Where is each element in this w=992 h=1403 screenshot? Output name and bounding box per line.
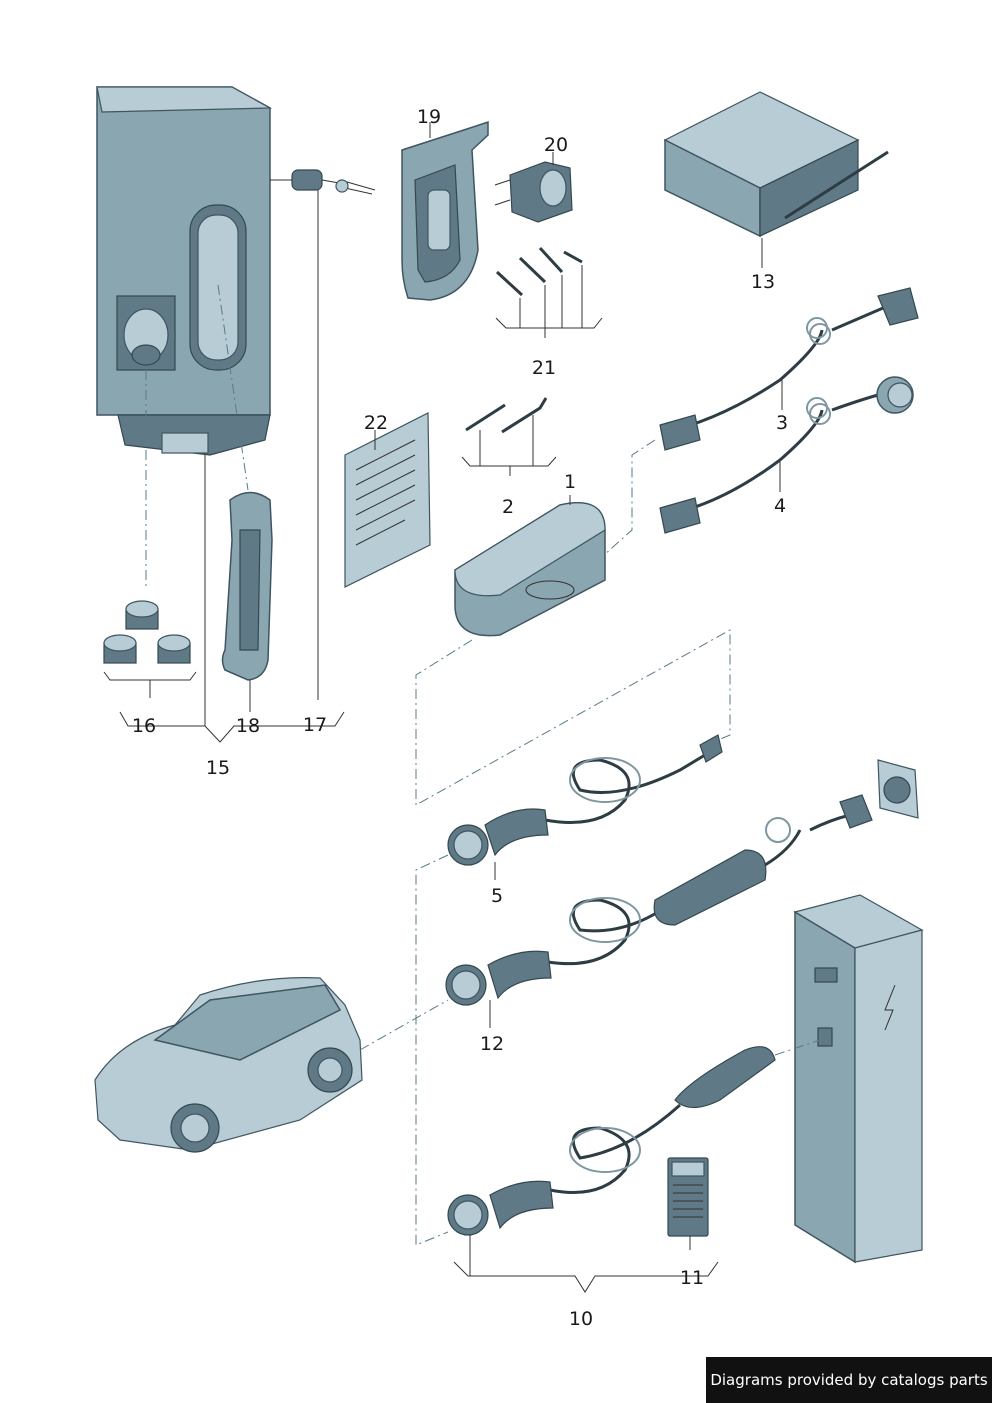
label-5: 5 [491, 885, 503, 907]
label-card [667, 1157, 709, 1237]
label-16: 16 [132, 715, 156, 737]
label-17: 17 [303, 714, 327, 736]
label-4: 4 [774, 495, 786, 517]
label-22: 22 [364, 412, 388, 434]
charging-cable-5 [447, 734, 723, 866]
wall-bracket [401, 120, 489, 301]
label-1: 1 [564, 471, 576, 493]
cable-holder [221, 491, 273, 681]
lock-cylinder [291, 169, 376, 195]
footer-credit: Diagrams provided by catalogs parts [706, 1357, 992, 1403]
charging-unit-case [454, 502, 606, 637]
label-10: 10 [569, 1308, 593, 1330]
bolt-hex-key [461, 397, 557, 476]
label-18: 18 [236, 715, 260, 737]
caps [103, 600, 191, 664]
label-2: 2 [502, 496, 514, 518]
plug-adapter [494, 161, 573, 223]
documentation-sheet [344, 412, 431, 588]
label-15: 15 [206, 757, 230, 779]
label-12: 12 [480, 1033, 504, 1055]
charging-cable-10 [447, 1046, 776, 1236]
label-20: 20 [544, 134, 568, 156]
screws-dowels [495, 246, 603, 338]
adapter-cable-4 [659, 376, 914, 534]
label-3: 3 [776, 412, 788, 434]
charging-cable-12 [445, 759, 919, 1006]
car-suv [94, 977, 363, 1153]
label-11: 11 [680, 1267, 704, 1289]
label-21: 21 [532, 357, 556, 379]
adapter-cable-3 [659, 287, 919, 451]
storage-bag [663, 91, 889, 238]
label-13: 13 [751, 271, 775, 293]
label-19: 19 [417, 106, 441, 128]
wallbox [96, 86, 273, 456]
charging-station [793, 894, 924, 1264]
